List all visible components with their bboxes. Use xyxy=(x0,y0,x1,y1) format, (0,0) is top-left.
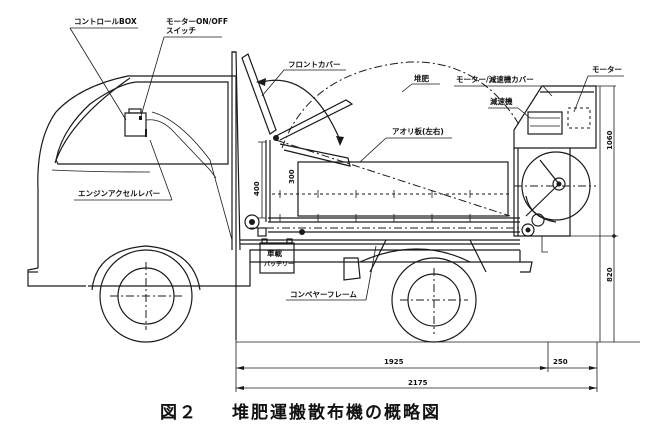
label-reducer: 減速機 xyxy=(490,96,513,106)
figure-title: 堆肥運搬散布機の概略図 xyxy=(232,403,441,423)
conveyor-bolts xyxy=(279,190,471,222)
label-front-cover: フロントカバー xyxy=(288,60,341,69)
callouts: コントロールBOX モーターON/OFF スイッチ フロントカバー 堆肥 モータ… xyxy=(69,16,624,301)
dim-1060: 1060 xyxy=(606,130,614,150)
label-motor-switch-1: モーターON/OFF xyxy=(166,16,228,26)
label-motor-switch-2: スイッチ xyxy=(166,26,196,35)
label-side-board: アオリ板(左右) xyxy=(392,126,444,136)
compost-heap-outline xyxy=(281,61,521,149)
label-control-box: コントロールBOX xyxy=(74,17,137,26)
rear-wheel xyxy=(391,257,477,343)
front-cover xyxy=(241,53,354,167)
dim-1925: 1925 xyxy=(384,358,404,366)
battery-label-line1: 車載 xyxy=(267,248,282,258)
vehicle-battery: 車載 バッテリー xyxy=(259,238,295,274)
front-wheel xyxy=(88,245,201,343)
compost-inner-line xyxy=(275,139,511,217)
label-compost: 堆肥 xyxy=(414,73,429,83)
label-engine-accel-lever: エンジンアクセルレバー xyxy=(78,188,160,198)
figure-number: 図２ xyxy=(160,403,198,423)
dim-820: 820 xyxy=(606,267,614,282)
cargo-bed xyxy=(244,140,520,237)
control-box xyxy=(124,108,217,179)
dim-400: 400 xyxy=(253,181,261,196)
label-conveyor-frame: コンベヤーフレーム xyxy=(290,290,357,299)
figure-caption: 図２ 堆肥運搬散布機の概略図 xyxy=(160,398,441,423)
label-motor-reducer-cover: モーター/減速機カバー xyxy=(456,74,534,84)
chassis xyxy=(200,239,533,340)
dimension-lines: 400 300 1060 820 1925 250 2175 xyxy=(235,85,640,392)
dim-2175: 2175 xyxy=(408,379,428,387)
truck-cab xyxy=(27,51,241,287)
label-motor: モーター xyxy=(592,64,622,74)
spreader-assembly xyxy=(513,85,597,253)
dim-300: 300 xyxy=(288,169,296,184)
battery-label-line2: バッテリー xyxy=(264,260,294,268)
dim-250: 250 xyxy=(553,358,568,366)
